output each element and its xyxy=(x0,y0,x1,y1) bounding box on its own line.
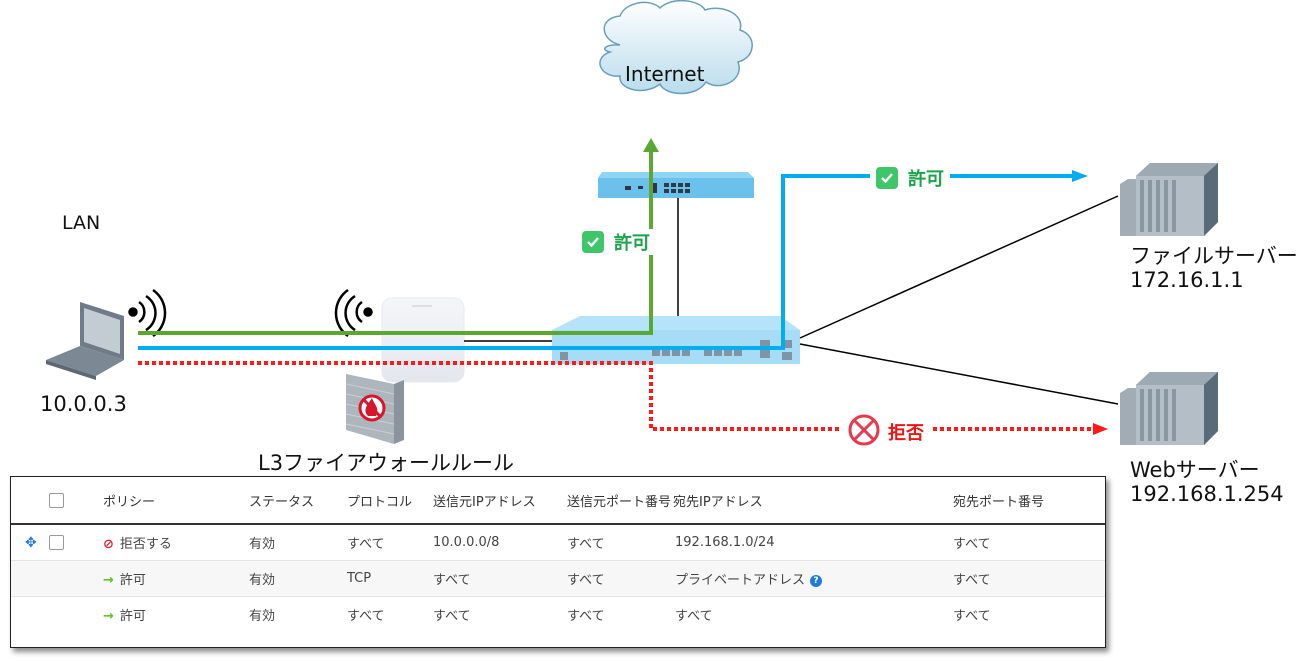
dst-port-value: すべて xyxy=(953,560,1105,597)
arrow-right-icon: → xyxy=(103,573,114,588)
router-appliance-icon xyxy=(598,172,754,198)
flow-line-internet xyxy=(138,150,653,335)
arrowhead-right-icon xyxy=(1072,170,1088,182)
deny-label-web-server: 拒否 xyxy=(842,414,930,450)
x-circle-icon xyxy=(848,414,880,450)
select-all-checkbox[interactable] xyxy=(49,492,64,508)
laptop-icon xyxy=(46,302,124,380)
allow-label-file-server: 許可 xyxy=(870,165,950,191)
table-header-row: ポリシー ステータス プロトコル 送信元IPアドレス 送信元ポート番号 宛先IP… xyxy=(11,477,1105,525)
src-port-value: すべて xyxy=(567,609,605,624)
file-server-name: ファイルサーバー xyxy=(1130,244,1298,268)
policy-value: 許可 xyxy=(119,573,146,588)
table-row[interactable]: → 許可 有効 TCP すべて すべて プライベートアドレス? すべて xyxy=(11,560,1105,597)
col-src-ip[interactable]: 送信元IPアドレス xyxy=(433,477,567,525)
dst-ip-value: すべて xyxy=(675,609,713,624)
firewall-rules-table: ポリシー ステータス プロトコル 送信元IPアドレス 送信元ポート番号 宛先IP… xyxy=(10,476,1106,648)
allow-label-internet: 許可 xyxy=(576,229,656,255)
col-protocol[interactable]: プロトコル xyxy=(347,477,433,525)
lan-label: LAN xyxy=(62,212,101,234)
internet-cloud-icon xyxy=(599,0,753,95)
col-policy[interactable]: ポリシー xyxy=(103,477,249,525)
wifi-signal-icon xyxy=(334,288,373,338)
protocol-value: すべて xyxy=(347,524,433,561)
protocol-value: すべて xyxy=(347,609,385,624)
firewall-icon xyxy=(345,374,404,444)
client-ip-label: 10.0.0.3 xyxy=(40,392,127,416)
check-icon xyxy=(876,167,898,189)
col-select-all xyxy=(49,477,103,525)
wifi-signal-icon xyxy=(128,288,167,338)
status-value: 有効 xyxy=(249,560,347,597)
col-dst-ip[interactable]: 宛先IPアドレス xyxy=(673,477,953,525)
src-port-value: すべて xyxy=(567,560,673,597)
src-port-value: すべて xyxy=(567,524,673,561)
firewall-caption: L3ファイアウォールルール xyxy=(258,451,515,475)
status-value: 有効 xyxy=(249,524,347,561)
dst-ip-value: プライベートアドレス xyxy=(675,573,806,588)
policy-value: 許可 xyxy=(119,609,146,624)
dst-port-value: すべて xyxy=(953,524,1105,561)
row-checkbox[interactable] xyxy=(49,535,64,550)
col-src-port[interactable]: 送信元ポート番号 xyxy=(567,477,673,525)
file-server-ip: 172.16.1.1 xyxy=(1130,268,1244,292)
table-row[interactable]: ✥ ⊘ 拒否する 有効 すべて 10.0.0.0/8 すべて 192.168.1.… xyxy=(11,524,1105,561)
prohibit-icon: ⊘ xyxy=(103,537,114,552)
src-ip-value: すべて xyxy=(433,609,471,624)
table-row[interactable]: → 許可 有効 すべて すべて すべて すべて すべて xyxy=(11,597,1105,633)
status-value: 有効 xyxy=(249,609,276,624)
arrowhead-up-icon xyxy=(643,138,659,152)
question-circle-icon[interactable]: ? xyxy=(810,574,823,587)
col-dst-port[interactable]: 宛先ポート番号 xyxy=(953,477,1105,525)
file-server-icon xyxy=(1120,163,1218,236)
wireless-ap-icon xyxy=(381,297,465,383)
src-ip-value: 10.0.0.0/8 xyxy=(433,524,567,561)
arrowhead-right-icon xyxy=(1093,423,1108,435)
l3-switch-icon xyxy=(552,316,800,364)
check-icon xyxy=(582,231,604,253)
col-drag xyxy=(11,477,49,525)
dst-port-value: すべて xyxy=(953,609,991,624)
src-ip-value: すべて xyxy=(433,560,567,597)
arrow-right-icon: → xyxy=(103,609,114,624)
web-server-ip: 192.168.1.254 xyxy=(1130,482,1284,506)
col-status[interactable]: ステータス xyxy=(249,477,347,525)
protocol-value: TCP xyxy=(347,560,433,597)
policy-value: 拒否する xyxy=(119,537,172,552)
move-arrows-icon[interactable]: ✥ xyxy=(25,534,37,551)
dst-ip-value: 192.168.1.0/24 xyxy=(673,524,953,561)
internet-label: Internet xyxy=(625,62,705,86)
web-server-name: Webサーバー xyxy=(1130,458,1260,482)
web-server-icon xyxy=(1120,372,1218,445)
